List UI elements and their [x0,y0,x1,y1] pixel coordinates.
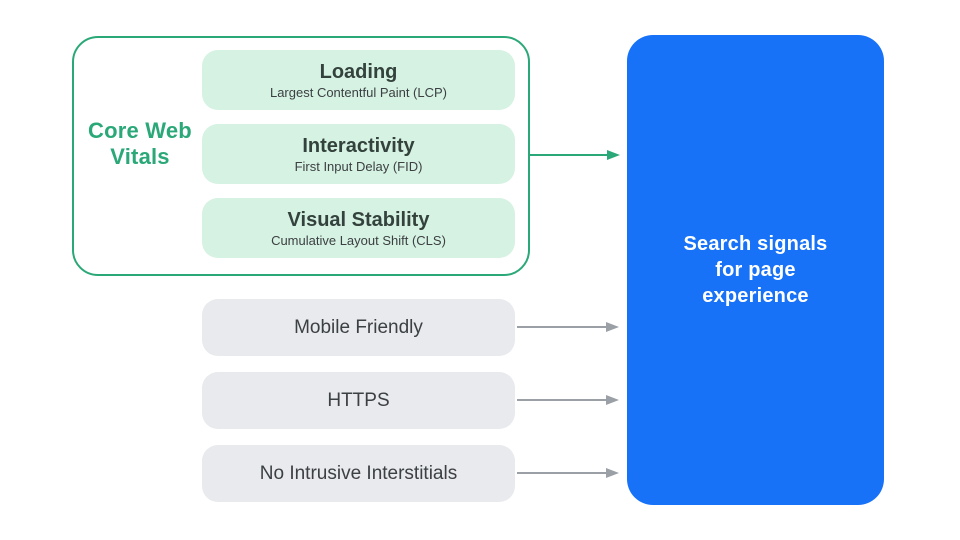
metric-interactivity-title: Interactivity [302,134,415,157]
arrow-shaft [530,154,611,156]
signal-card-https: HTTPS [202,372,515,429]
arrow-shaft [517,399,610,401]
metric-card-interactivity: Interactivity First Input Delay (FID) [202,124,515,184]
metric-interactivity-subtitle: First Input Delay (FID) [294,158,423,174]
metric-visual-stability-title: Visual Stability [287,208,430,231]
arrow-right-icon-core-web-vitals [530,150,620,160]
search-signals-panel-title: Search signals for page experience [683,233,828,307]
signal-card-mobile-friendly: Mobile Friendly [202,299,515,356]
metric-visual-stability-subtitle: Cumulative Layout Shift (CLS) [271,232,446,248]
arrow-right-icon-mobile-friendly [517,322,619,332]
arrow-shaft [517,472,610,474]
metric-loading-subtitle: Largest Contentful Paint (LCP) [269,84,448,100]
metric-card-loading: Loading Largest Contentful Paint (LCP) [202,50,515,110]
metric-card-visual-stability: Visual Stability Cumulative Layout Shift… [202,198,515,258]
search-signals-panel: Search signals for page experience [627,35,884,505]
signal-card-no-intrusive-interstitials: No Intrusive Interstitials [202,445,515,502]
arrow-right-icon-https [517,395,619,405]
arrow-head [606,395,619,405]
core-web-vitals-label: Core Web Vitals [88,118,192,169]
arrow-head [606,322,619,332]
arrow-shaft [517,326,610,328]
metric-loading-title: Loading [319,60,398,83]
arrow-right-icon-interstitials [517,468,619,478]
arrow-head [607,150,620,160]
arrow-head [606,468,619,478]
